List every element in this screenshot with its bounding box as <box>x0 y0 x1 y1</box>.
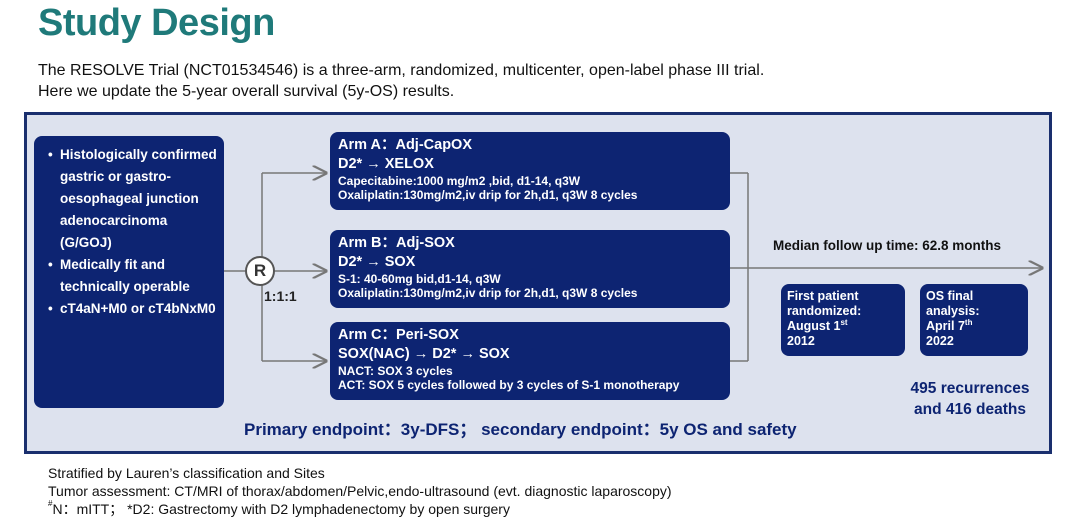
arm-detail: NACT: SOX 3 cycles <box>338 364 453 378</box>
first-patient-year: 2012 <box>787 334 815 348</box>
arm-c-box: Arm C：Peri-SOX SOX(NAC) → D2* → SOX NACT… <box>330 322 730 400</box>
arm-detail: S-1: 40-60mg bid,d1-14, q3W <box>338 272 501 286</box>
footer-line-2: Tumor assessment: CT/MRI of thorax/abdom… <box>48 483 672 499</box>
arm-header: Arm A：Adj-CapOX <box>338 137 472 153</box>
first-patient-box: First patient randomized: August 1st 201… <box>781 284 905 356</box>
arm-design: SOX(NAC) → D2* → SOX <box>338 346 510 362</box>
arm-a-box: Arm A：Adj-CapOX D2* → XELOX Capecitabine… <box>330 132 730 210</box>
os-final-date-sup: th <box>964 318 973 327</box>
arm-detail: ACT: SOX 5 cycles followed by 3 cycles o… <box>338 378 680 392</box>
os-final-box: OS final analysis: April 7th 2022 <box>920 284 1028 356</box>
inclusion-item: Histologically confirmed gastric or gast… <box>48 144 218 254</box>
first-patient-date: August 1st <box>787 319 899 334</box>
arm-design: D2* → XELOX <box>338 156 434 172</box>
arm-design: D2* → SOX <box>338 254 416 270</box>
footer-sup: # <box>48 499 53 508</box>
randomization-symbol: R <box>245 256 275 286</box>
arm-detail: Oxaliplatin:130mg/m2,iv drip for 2h,d1, … <box>338 188 638 202</box>
arm-header: Arm C：Peri-SOX <box>338 327 459 343</box>
footer-notes: Stratified by Lauren’s classification an… <box>48 464 672 518</box>
randomization-ratio: 1:1:1 <box>264 288 297 304</box>
first-patient-date-text: August 1 <box>787 319 841 333</box>
footer-line-1: Stratified by Lauren’s classification an… <box>48 465 325 481</box>
median-follow-up: Median follow up time: 62.8 months <box>773 238 1002 253</box>
intro-line-1: The RESOLVE Trial (NCT01534546) is a thr… <box>38 62 765 79</box>
page-title: Study Design <box>38 2 275 44</box>
os-final-line: OS final <box>926 289 974 303</box>
footer-line-3-text: N：mITT； *D2: Gastrectomy with D2 lymphad… <box>52 501 510 517</box>
inclusion-criteria-box: Histologically confirmed gastric or gast… <box>34 136 224 408</box>
first-patient-line: randomized: <box>787 304 862 318</box>
arm-b-box: Arm B：Adj-SOX D2* → SOX S-1: 40-60mg bid… <box>330 230 730 308</box>
first-patient-line: First patient <box>787 289 859 303</box>
arm-header: Arm B：Adj-SOX <box>338 235 455 251</box>
endpoint-text: Primary endpoint：3y-DFS； secondary endpo… <box>244 420 797 439</box>
intro-line-2: Here we update the 5-year overall surviv… <box>38 83 455 100</box>
events-line: and 416 deaths <box>914 401 1026 418</box>
inclusion-item: Medically fit and technically operable <box>48 254 218 298</box>
events-summary: 495 recurrences and 416 deaths <box>890 378 1050 420</box>
arm-detail: Capecitabine:1000 mg/m2 ,bid, d1-14, q3W <box>338 174 581 188</box>
os-final-date-text: April 7 <box>926 319 965 333</box>
inclusion-item: cT4aN+M0 or cT4bNxM0 <box>48 298 218 320</box>
os-final-year: 2022 <box>926 334 954 348</box>
events-line: 495 recurrences <box>910 380 1030 397</box>
first-patient-date-sup: st <box>840 318 848 327</box>
arm-detail: Oxaliplatin:130mg/m2,iv drip for 2h,d1, … <box>338 286 638 300</box>
footer-line-3: #N：mITT； *D2: Gastrectomy with D2 lympha… <box>48 500 672 518</box>
os-final-date: April 7th <box>926 319 1022 334</box>
os-final-line: analysis: <box>926 304 980 318</box>
intro-text: The RESOLVE Trial (NCT01534546) is a thr… <box>38 60 764 102</box>
